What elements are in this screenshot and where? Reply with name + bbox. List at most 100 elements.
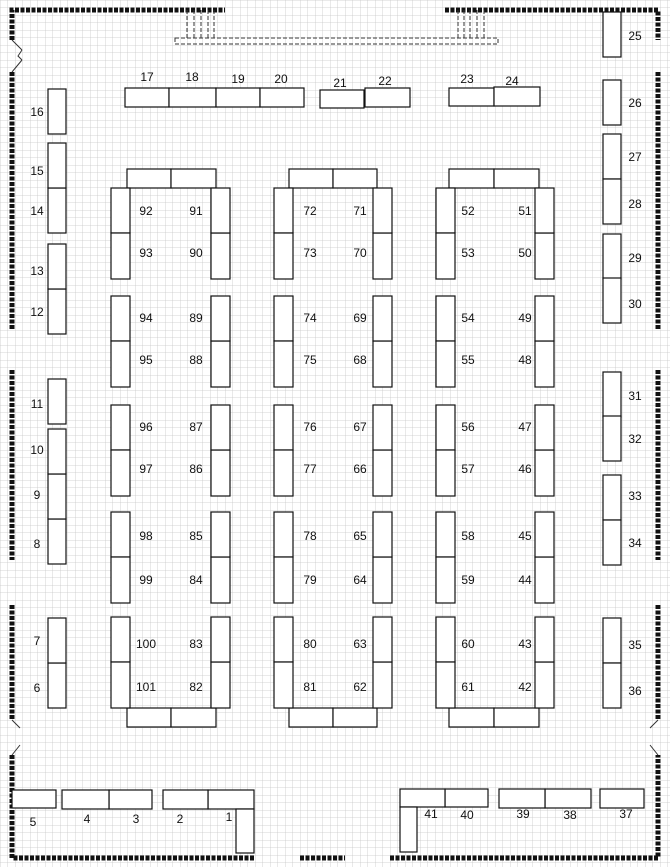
booth-1[interactable]: 1	[207, 789, 255, 854]
booth-table[interactable]	[498, 788, 546, 809]
booth-99[interactable]: 99	[110, 556, 153, 604]
booth-table[interactable]	[435, 661, 456, 709]
booth-15[interactable]: 15	[30, 142, 67, 189]
booth-table[interactable]	[47, 288, 67, 335]
booth-90[interactable]: 90	[189, 232, 231, 280]
booth-table[interactable]	[435, 556, 456, 604]
booth-26[interactable]: 26	[602, 79, 642, 126]
booth-table[interactable]	[273, 295, 294, 342]
booth-50[interactable]: 50	[518, 232, 555, 280]
booth-31[interactable]: 31	[602, 371, 642, 418]
booth-table[interactable]	[110, 449, 131, 497]
booth-24[interactable]: 24	[493, 74, 541, 107]
booth-54[interactable]: 54	[435, 295, 475, 342]
booth-table[interactable]	[534, 661, 555, 709]
booth-table[interactable]	[399, 788, 446, 808]
booth-table[interactable]	[602, 617, 622, 664]
booth-30[interactable]: 30	[602, 277, 642, 324]
booth-table[interactable]	[602, 277, 622, 324]
booth-32[interactable]: 32	[602, 415, 642, 462]
booth-table[interactable]	[47, 187, 67, 234]
booth-95[interactable]: 95	[110, 340, 153, 388]
booth-28[interactable]: 28	[602, 178, 642, 225]
booth-table[interactable]	[602, 415, 622, 462]
booth-53[interactable]: 53	[435, 232, 475, 280]
booth-34[interactable]: 34	[602, 519, 642, 566]
booth-82[interactable]: 82	[189, 661, 231, 709]
booth-65[interactable]: 65	[353, 511, 393, 558]
booth-table[interactable]	[372, 404, 393, 451]
booth-49[interactable]: 49	[518, 295, 555, 342]
booth-7[interactable]: 7	[34, 617, 67, 664]
booth-table[interactable]	[534, 616, 555, 663]
booth-table[interactable]	[602, 519, 622, 566]
booth-87[interactable]: 87	[189, 404, 231, 451]
booth-table[interactable]	[110, 340, 131, 388]
booth-16[interactable]: 16	[30, 88, 67, 135]
booth-57[interactable]: 57	[435, 449, 475, 497]
booth-39[interactable]: 39	[498, 788, 546, 821]
booth-62[interactable]: 62	[353, 661, 393, 709]
booth-table[interactable]	[544, 788, 592, 809]
booth-table[interactable]	[534, 295, 555, 342]
booth-45[interactable]: 45	[518, 511, 555, 558]
booth-table[interactable]	[444, 788, 489, 808]
booth-table[interactable]	[110, 295, 131, 342]
booth-41[interactable]: 41	[399, 788, 446, 853]
booth-10[interactable]: 10	[30, 428, 67, 475]
booth-9[interactable]: 9	[34, 473, 67, 520]
booth-56[interactable]: 56	[435, 404, 475, 451]
booth-73[interactable]: 73	[273, 232, 317, 280]
booth-table[interactable]	[435, 340, 456, 388]
booth-13[interactable]: 13	[30, 243, 67, 290]
booth-table[interactable]	[493, 86, 541, 107]
booth-29[interactable]: 29	[602, 233, 642, 280]
booth-table[interactable]	[210, 449, 231, 497]
booth-table[interactable]	[602, 11, 622, 58]
booth-42[interactable]: 42	[518, 661, 555, 709]
booth-table[interactable]	[47, 88, 67, 135]
booth-table[interactable]	[534, 404, 555, 451]
booth-table[interactable]	[11, 789, 57, 809]
booth-97[interactable]: 97	[110, 449, 153, 497]
booth-table[interactable]	[372, 232, 393, 280]
booth-5[interactable]: 5	[11, 789, 57, 829]
booth-12[interactable]: 12	[30, 288, 67, 335]
booth-table[interactable]	[435, 404, 456, 451]
booth-table[interactable]	[534, 556, 555, 604]
booth-table[interactable]	[319, 89, 365, 109]
booth-91[interactable]: 91	[189, 187, 231, 234]
booth-table[interactable]	[235, 808, 255, 854]
booth-61[interactable]: 61	[435, 661, 475, 709]
booth-table[interactable]	[47, 428, 67, 475]
booth-63[interactable]: 63	[353, 616, 393, 663]
booth-table[interactable]	[435, 232, 456, 280]
booth-table[interactable]	[273, 661, 294, 709]
booth-51[interactable]: 51	[518, 187, 555, 234]
booth-35[interactable]: 35	[602, 617, 642, 664]
booth-table[interactable]	[210, 661, 231, 709]
booth-2[interactable]: 2	[162, 789, 209, 826]
booth-table[interactable]	[273, 616, 294, 663]
booth-4[interactable]: 4	[61, 789, 110, 826]
booth-78[interactable]: 78	[273, 511, 317, 558]
booth-table[interactable]	[534, 232, 555, 280]
booth-table[interactable]	[435, 187, 456, 234]
booth-48[interactable]: 48	[518, 340, 555, 388]
booth-table[interactable]	[47, 243, 67, 290]
booth-table[interactable]	[210, 556, 231, 604]
booth-table[interactable]	[534, 449, 555, 497]
booth-40[interactable]: 40	[444, 788, 489, 822]
booth-table[interactable]	[372, 616, 393, 663]
booth-table[interactable]	[210, 404, 231, 451]
booth-table[interactable]	[47, 378, 67, 425]
booth-table[interactable]	[435, 616, 456, 663]
booth-table[interactable]	[210, 232, 231, 280]
booth-table[interactable]	[210, 295, 231, 342]
booth-table[interactable]	[47, 142, 67, 189]
booth-table[interactable]	[108, 789, 153, 810]
booth-table[interactable]	[534, 511, 555, 558]
booth-table[interactable]	[602, 233, 622, 280]
booth-table[interactable]	[602, 178, 622, 225]
booth-75[interactable]: 75	[273, 340, 317, 388]
